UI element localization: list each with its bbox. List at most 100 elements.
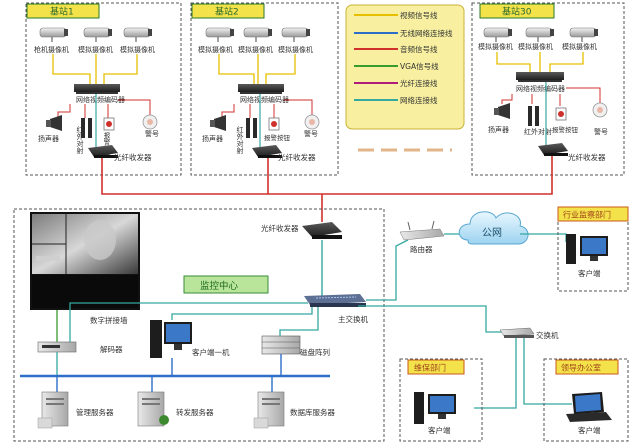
ir-detector-icon — [246, 118, 257, 138]
encoder-icon — [238, 84, 284, 94]
dept2-title: 维保部门 — [414, 363, 446, 373]
alarm-button-icon — [268, 117, 280, 131]
site2-ir-label: 红外对射 — [236, 125, 244, 155]
legend-item-video: 视频信号线 — [354, 10, 438, 20]
dept2-title-tab: 维保部门 — [407, 359, 465, 375]
camera-icon — [243, 27, 272, 42]
monitor-center-frame — [13, 208, 385, 442]
legend-label-fiber: 光纤连接线 — [400, 78, 438, 88]
site1-speaker-label: 扬声器 — [38, 134, 59, 143]
legend-label-wireless: 无线网络连接线 — [400, 28, 453, 38]
site2-title-tab: 基站2 — [191, 3, 265, 19]
site30-camera-label-3: 模拟摄像机 — [562, 42, 597, 51]
remote-switch-links — [474, 338, 572, 409]
site30-alarm-label: 报警按钮 — [552, 125, 579, 134]
site30-frame — [471, 2, 625, 176]
site30-fiber-label: 光纤收发器 — [568, 152, 606, 162]
legend-item-wireless: 无线网络连接线 — [354, 28, 453, 38]
router-label: 路由器 — [410, 244, 433, 254]
speaker-icon — [46, 115, 62, 131]
site30-camera-label-1: 模拟摄像机 — [478, 42, 513, 51]
center-fiber-transceiver-icon — [302, 222, 342, 239]
alarm-button-icon — [555, 107, 567, 121]
siren-icon — [142, 114, 158, 130]
client-label: 客户端一机 — [192, 347, 230, 357]
siren-icon — [592, 102, 608, 118]
legend: 视频信号线 无线网络连接线 音频信号线 VGA信号线 光纤连接线 网络连接线 — [345, 4, 465, 130]
site1-ir-label: 红外对射 — [76, 125, 84, 155]
video-wall-icon — [30, 212, 140, 310]
storage-array-icon — [261, 335, 301, 355]
site30-title: 基站30 — [502, 6, 532, 18]
legend-label-video: 视频信号线 — [400, 10, 438, 20]
legend-label-network: 网络连接线 — [400, 95, 438, 105]
ir-detector-icon — [81, 118, 92, 138]
dept1-title: 行业监察部门 — [563, 210, 611, 220]
dept1-title-tab: 行业监察部门 — [557, 206, 629, 222]
legend-item-fiber: 光纤连接线 — [354, 78, 438, 88]
main-switch-label: 主交换机 — [338, 314, 368, 324]
server-icon — [137, 391, 169, 427]
site1-fiber-label: 光纤收发器 — [114, 152, 152, 162]
server-label-forward: 转发服务器 — [176, 407, 214, 417]
camera-icon — [39, 27, 68, 42]
site2-camera-label-3: 模拟摄像机 — [278, 45, 313, 54]
center-network-links — [69, 302, 319, 342]
laptop-icon — [566, 392, 612, 422]
pc-icon — [414, 392, 456, 424]
dept2-client-label: 客户端 — [428, 425, 451, 435]
decoder-label: 解码器 — [100, 344, 123, 354]
camera-icon — [525, 27, 554, 42]
legend-item-audio: 音频信号线 — [354, 44, 438, 54]
encoder-icon — [516, 72, 564, 82]
server-label-db: 数据库服务器 — [290, 407, 335, 417]
site1-encoder-label: 网络视频编码器 — [76, 95, 125, 104]
camera-icon — [281, 27, 310, 42]
workstation-icon — [150, 320, 192, 358]
site2: 模拟摄像机 模拟摄像机 模拟摄像机 网络视频编码器 扬声器 红外对射 报警按钮 … — [198, 27, 320, 162]
site30-camera-label-2: 模拟摄像机 — [518, 42, 553, 51]
siren-icon — [304, 114, 320, 130]
site1: 枪机摄像机 模拟摄像机 模拟摄像机 网络视频编码器 扬声器 红外对射 报警按钮 … — [34, 27, 159, 162]
router-links — [358, 239, 506, 333]
site30-encoder-label: 网络视频编码器 — [516, 84, 565, 93]
camera-icon — [205, 27, 234, 42]
dept3-title: 领导办公室 — [561, 363, 601, 373]
site1-alarm-label: 报警按钮 — [102, 131, 110, 160]
alarm-button-icon — [103, 117, 115, 131]
pc-icon — [566, 234, 608, 264]
center-fiber-label: 光纤收发器 — [261, 223, 299, 233]
camera-icon — [83, 27, 112, 42]
fiber-transceiver-icon — [88, 145, 118, 158]
dept3-frame — [543, 358, 629, 442]
site2-encoder-label: 网络视频编码器 — [240, 95, 289, 104]
internet-label: 公网 — [482, 227, 502, 239]
dept1-client-label: 客户端 — [578, 268, 601, 278]
dept2-frame — [399, 358, 483, 442]
monitor-center-title: 监控中心 — [200, 280, 239, 292]
site2-camera-label-2: 模拟摄像机 — [238, 45, 273, 54]
site2-alarm-label: 报警按钮 — [264, 133, 291, 142]
site30-speaker-label: 扬声器 — [488, 125, 509, 134]
site1-camera-label-2: 模拟摄像机 — [78, 45, 113, 54]
fiber-trunk — [101, 156, 553, 222]
legend-item-network: 网络连接线 — [354, 95, 438, 105]
speaker-icon — [210, 115, 226, 131]
site2-camera-label-1: 模拟摄像机 — [198, 45, 233, 54]
fiber-transceiver-icon — [538, 143, 568, 156]
site2-siren-label: 警号 — [304, 129, 318, 138]
server-icon — [37, 391, 69, 429]
server-icon — [253, 391, 285, 429]
internet-cloud-icon — [458, 211, 529, 245]
encoder-icon — [74, 84, 120, 94]
site1-title: 基站1 — [50, 6, 74, 18]
site2-speaker-label: 扬声器 — [202, 134, 223, 143]
site2-frame — [190, 2, 339, 176]
legend-label-vga: VGA信号线 — [400, 61, 439, 71]
legend-item-vga: VGA信号线 — [354, 61, 439, 71]
camera-icon — [483, 27, 512, 42]
site1-frame — [25, 2, 182, 176]
site30-ir-label: 红外对射 — [524, 127, 552, 136]
site1-siren-label: 警号 — [145, 129, 159, 138]
